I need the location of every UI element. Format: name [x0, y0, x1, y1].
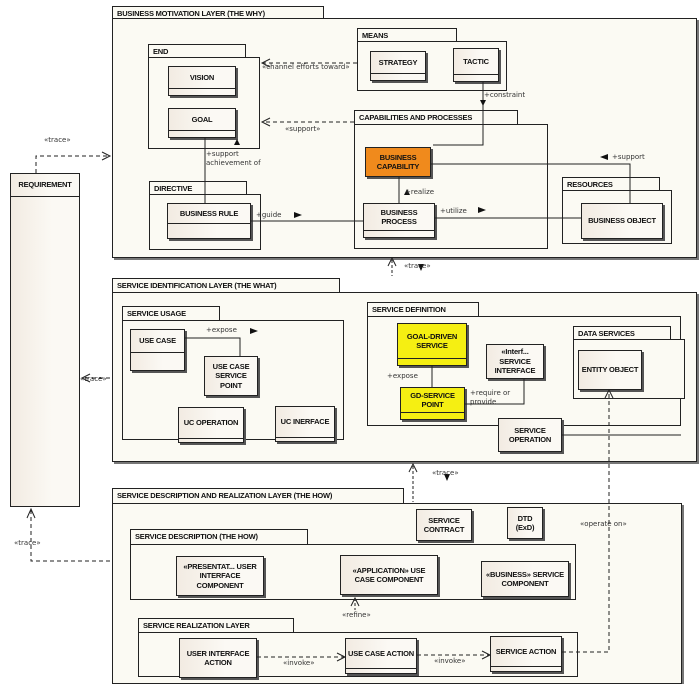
means-package-tab: MEANS [357, 28, 457, 41]
service-realization-package-tab: SERVICE REALIZATION LAYER [138, 618, 294, 632]
business-capability-class[interactable]: BUSINESS CAPABILITY [365, 147, 431, 177]
capabilities-package-tab: CAPABILITIES AND PROCESSES [354, 110, 518, 124]
invoke2-label: «invoke» [434, 657, 466, 665]
refine-label: «refine» [342, 611, 371, 619]
ui-action-class[interactable]: USER INTERFACE ACTION [179, 638, 257, 678]
directive-package-tab: DIRECTIVE [149, 181, 247, 194]
service-usage-package-tab: SERVICE USAGE [122, 306, 220, 320]
service-action-class[interactable]: SERVICE ACTION [490, 636, 562, 672]
expose-gd-label: +expose [387, 372, 418, 380]
business-process-class[interactable]: BUSINESS PROCESS [363, 203, 435, 238]
support-label: +support [612, 153, 645, 161]
goal-driven-service-class[interactable]: GOAL-DRIVEN SERVICE [397, 323, 467, 366]
trace-low-arrowhead [408, 462, 418, 473]
uc-action-class[interactable]: USE CASE ACTION [345, 638, 417, 674]
service-definition-package-tab: SERVICE DEFINITION [367, 302, 479, 316]
requirement-class[interactable]: REQUIREMENT [10, 173, 80, 507]
entity-object-class[interactable]: ENTITY OBJECT [578, 350, 642, 390]
constraint-label: +constraint [484, 91, 526, 99]
require-provide-label: +require or provide [470, 389, 511, 406]
identification-layer-tab: SERVICE IDENTIFICATION LAYER (THE WHAT) [112, 278, 340, 292]
operate-on-label: «operate on» [580, 520, 627, 528]
trace-mid-arrowhead [387, 256, 397, 267]
trace-left-mid-label: «trace» [80, 375, 107, 383]
strategy-class[interactable]: STRATEGY [370, 51, 426, 81]
channel-efforts-label: «channel efforts toward» [262, 63, 350, 71]
trace-top-line [35, 155, 110, 173]
tactic-class[interactable]: TACTIC [453, 48, 499, 82]
end-package-tab: END [148, 44, 246, 57]
gd-service-point-class[interactable]: GD-SERVICE POINT [400, 387, 465, 420]
business-service-component-class[interactable]: «BUSINESS» SERVICE COMPONENT [481, 561, 569, 597]
business-rule-class[interactable]: BUSINESS RULE [167, 203, 251, 239]
invoke1-label: «invoke» [283, 659, 315, 667]
vision-class[interactable]: VISION [168, 66, 236, 96]
service-operation-class[interactable]: SERVICE OPERATION [498, 418, 562, 452]
service-description-package-tab: SERVICE DESCRIPTION (THE HOW) [130, 529, 308, 544]
resources-package-tab: RESOURCES [562, 177, 660, 190]
uc-operation-class[interactable]: UC OPERATION [178, 407, 244, 443]
trace-left-low-arrowhead [26, 507, 36, 519]
trace-top-arrowhead [101, 151, 112, 161]
trace-left-low-line [30, 509, 110, 562]
uc-component-class[interactable]: «APPLICATION» USE CASE COMPONENT [340, 555, 438, 595]
service-contract-class[interactable]: SERVICE CONTRACT [416, 509, 472, 541]
motivation-layer-tab: BUSINESS MOTIVATION LAYER (THE WHY) [112, 6, 324, 19]
data-services-package-tab: DATA SERVICES [573, 326, 671, 339]
expose-uc-label: +expose [206, 326, 237, 334]
utilize-label: +utilize [440, 207, 467, 215]
use-case-service-point-class[interactable]: USE CASE SERVICE POINT [204, 356, 258, 396]
service-interface-class[interactable]: «Interf... SERVICE INTERFACE [486, 344, 544, 379]
use-case-class[interactable]: USE CASE [130, 329, 185, 371]
realize-label: +realize [405, 188, 435, 196]
guide-label: +guide [256, 211, 282, 219]
description-realization-layer-tab: SERVICE DESCRIPTION AND REALIZATION LAYE… [112, 488, 404, 503]
trace-mid-label: «trace» [404, 262, 431, 270]
trace-top-label: «trace» [44, 136, 71, 144]
dtd-class[interactable]: DTD (ExD) [507, 507, 543, 539]
uc-interface-class[interactable]: UC INERFACE [275, 406, 335, 442]
support-stereotype-label: «support» [285, 125, 321, 133]
support-achievement-label: +support achievement of [206, 150, 261, 167]
ui-component-class[interactable]: «PRESENTAT... USER INTERFACE COMPONENT [176, 556, 264, 596]
business-object-class[interactable]: BUSINESS OBJECT [581, 203, 663, 239]
trace-left-low-label: «trace» [14, 539, 41, 547]
goal-class[interactable]: GOAL [168, 108, 236, 138]
trace-low-label: «trace» [432, 469, 459, 477]
